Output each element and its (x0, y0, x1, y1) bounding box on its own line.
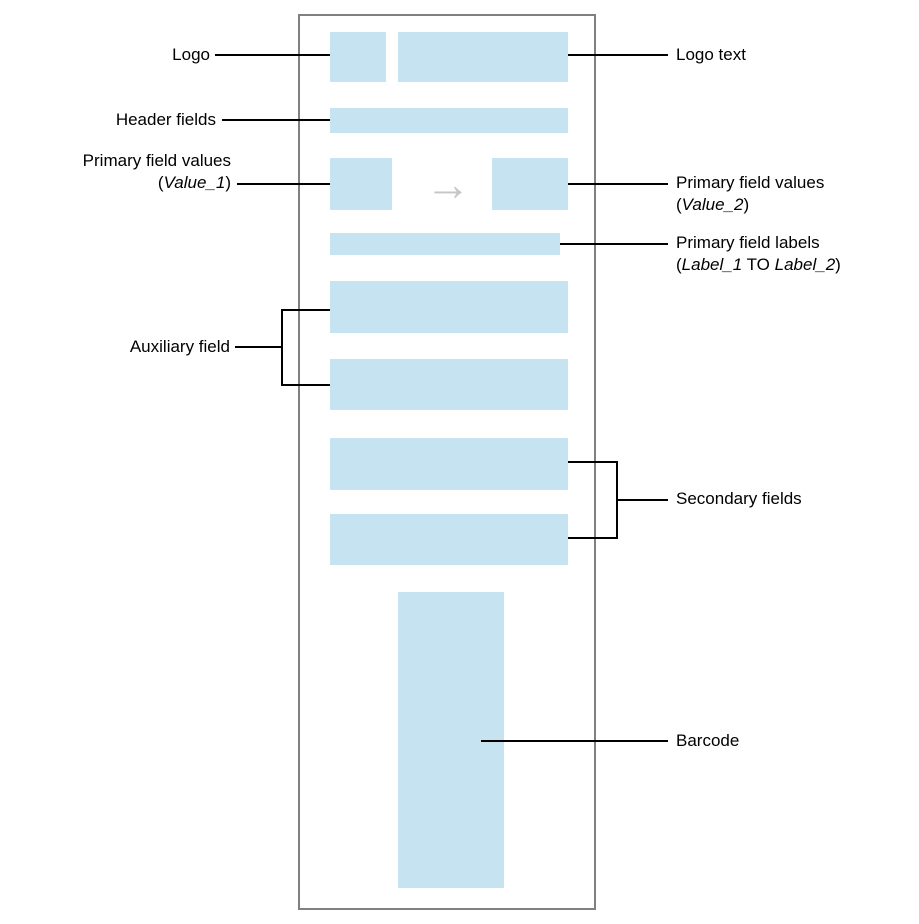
callout-line-logo (215, 54, 330, 56)
logo-label: Logo (100, 44, 210, 66)
paren-open: ( (157, 173, 164, 192)
auxiliary-bracket-top (281, 309, 330, 311)
logo-label-text: Logo (172, 45, 210, 64)
value-1-token: Value_1 (163, 173, 226, 192)
primary-values-right-line1: Primary field values (676, 172, 824, 194)
auxiliary-bracket-vertical (281, 309, 283, 386)
primary-values-right-label: Primary field values (Value_2) (676, 172, 824, 216)
secondary-fields-label-text: Secondary fields (676, 489, 802, 508)
right-arrow-icon: → (425, 158, 471, 210)
callout-line-auxiliary (235, 346, 281, 348)
logo-text-label-text: Logo text (676, 45, 746, 64)
primary-labels-line2: (Label_1 TO Label_2) (676, 254, 841, 276)
paren-open: ( (676, 255, 682, 274)
secondary-box-1 (330, 438, 568, 490)
callout-line-barcode (481, 740, 668, 742)
secondary-bracket-vertical (616, 461, 618, 539)
callout-line-secondary (618, 499, 668, 501)
primary-values-right-title: Primary field values (676, 173, 825, 192)
primary-labels-label: Primary field labels (Label_1 TO Label_2… (676, 232, 841, 276)
auxiliary-box-1 (330, 281, 568, 333)
primary-labels-box (330, 233, 560, 255)
secondary-bracket-top (568, 461, 618, 463)
header-fields-box (330, 108, 568, 133)
label-1-token: Label_1 (681, 255, 743, 274)
primary-values-left-label: Primary field values (Value_1) (11, 150, 231, 194)
paren-close: ) (225, 173, 231, 192)
label-2-token: Label_2 (774, 255, 836, 274)
barcode-label-text: Barcode (676, 731, 740, 750)
paren-close: ) (835, 255, 841, 274)
primary-values-left-line1: Primary field values (11, 150, 231, 172)
auxiliary-label-text: Auxiliary field (129, 337, 230, 356)
auxiliary-label: Auxiliary field (80, 336, 230, 358)
primary-value-1-box (330, 158, 392, 210)
header-fields-label: Header fields (60, 109, 216, 131)
callout-line-primary-left (237, 183, 330, 185)
primary-values-left-line2: (Value_1) (11, 172, 231, 194)
secondary-box-2 (330, 514, 568, 565)
barcode-label: Barcode (676, 730, 739, 752)
primary-labels-title: Primary field labels (676, 233, 820, 252)
secondary-bracket-bottom (568, 537, 618, 539)
callout-line-primary-right (568, 183, 668, 185)
value-2-token: Value_2 (681, 195, 744, 214)
to-token: TO (742, 255, 775, 274)
paren-close: ) (743, 195, 750, 214)
auxiliary-bracket-bottom (281, 384, 330, 386)
primary-values-right-line2: (Value_2) (676, 194, 824, 216)
primary-labels-line1: Primary field labels (676, 232, 841, 254)
primary-value-2-box (492, 158, 568, 210)
callout-line-header (222, 119, 330, 121)
logo-text-box (398, 32, 568, 82)
logo-text-label: Logo text (676, 44, 746, 66)
header-fields-label-text: Header fields (115, 110, 216, 129)
primary-values-left-title: Primary field values (82, 151, 231, 170)
auxiliary-box-2 (330, 359, 568, 410)
logo-box (330, 32, 386, 82)
paren-open: ( (676, 195, 682, 214)
secondary-fields-label: Secondary fields (676, 488, 802, 510)
callout-line-primary-labels (560, 243, 668, 245)
callout-line-logo-text (568, 54, 668, 56)
